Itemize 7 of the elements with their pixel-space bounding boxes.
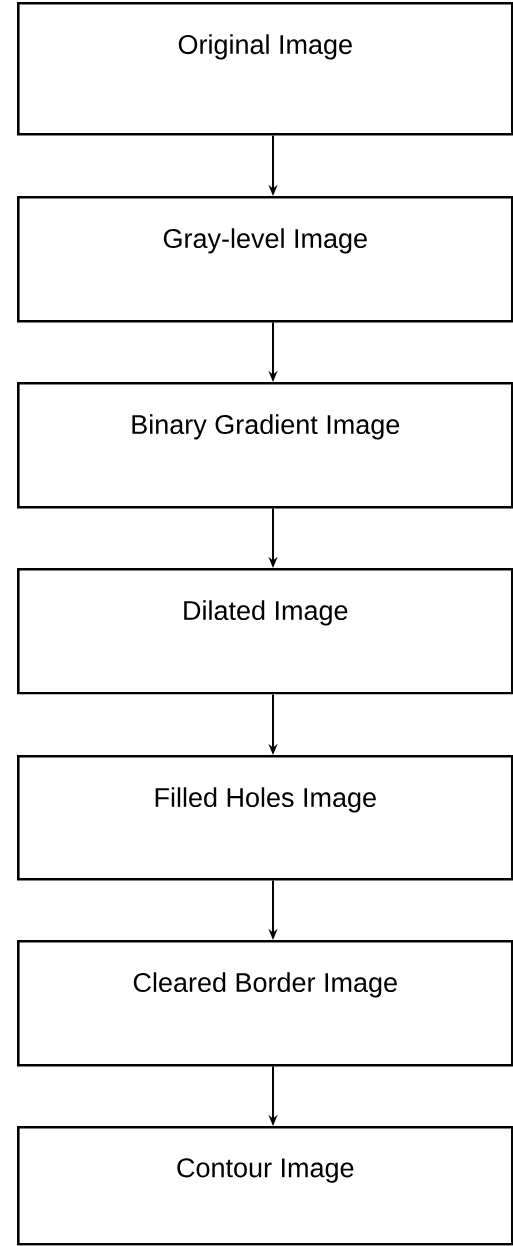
process-box: Binary Gradient Image (17, 382, 513, 509)
process-box: Original Image (17, 2, 513, 136)
process-box: Gray-level Image (17, 196, 513, 323)
process-box: Contour Image (17, 1126, 513, 1246)
process-box: Dilated Image (17, 568, 513, 695)
process-box: Cleared Border Image (17, 940, 513, 1067)
process-box: Filled Holes Image (17, 755, 513, 881)
